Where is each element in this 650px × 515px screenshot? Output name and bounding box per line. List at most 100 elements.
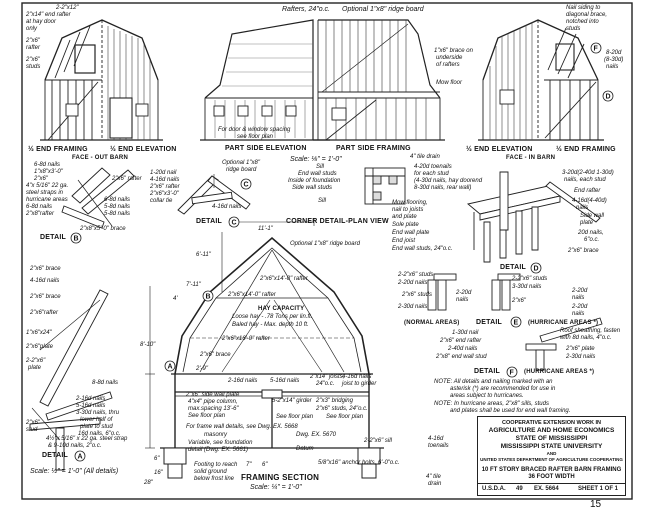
section-dim-8-10: 8'-10" — [140, 342, 156, 348]
note-brace-1x6: 1"x6" brace on — [434, 48, 473, 54]
detail-a-note: stud — [26, 427, 38, 433]
section-nails-5-16: 5-16d nails — [270, 378, 300, 384]
title-block-drawing-title: 10 FT STORY BRACED RAFTER BARN FRAMING — [481, 467, 622, 473]
section-nails-joist: 4-16d nails — [342, 374, 372, 380]
section-footing-3: below frost line — [194, 476, 235, 482]
detail-c-note: 4-16d nails — [150, 177, 180, 183]
general-note-line: asterisk (*) are recommended for use in — [450, 386, 556, 392]
note-nails-8: nails — [606, 64, 619, 70]
detail-e-note: 3-30d nails — [512, 284, 542, 290]
detail-b-note: 6-8d nails — [26, 204, 53, 210]
detail-d-note: 4-20d toenails — [414, 164, 452, 170]
detail-e-note: 2-2"x6" studs — [512, 276, 548, 282]
detail-a-note: 4½"x 5/16" x 22 ga. steel strap — [46, 436, 128, 442]
section-studs-24: 2"x6" studs, 24"o.c. — [316, 406, 368, 412]
section-loose-hay: Loose hay - .78 Tons per lin.ft. — [232, 314, 313, 320]
detail-d-note: End rafter — [574, 188, 601, 194]
title-block: COOPERATIVE EXTENSION WORK IN AGRICULTUR… — [477, 416, 626, 496]
detail-a-note: 2"x6" brace — [30, 266, 61, 272]
title-block-ex: EX. 5664 — [534, 486, 559, 492]
note-2x6-rafter: 2"x6" — [26, 38, 40, 44]
title-block-bottom-row: U.S.D.A. 49 EX. 5664 SHEET 1 OF 1 — [478, 483, 625, 496]
note-notched-into: notched into — [566, 19, 599, 25]
title-block-line: COOPERATIVE EXTENSION WORK IN — [502, 420, 601, 426]
section-posts: 4"x4" pipe column, — [188, 399, 238, 405]
section-frame-walls: For frame wall details, see Dwg. EX. 566… — [186, 424, 298, 430]
title-block-sheet: SHEET 1 OF 1 — [578, 486, 619, 492]
section-girder: 5-2"x14" girder — [272, 398, 312, 404]
section-variable: Variable, see foundation — [188, 440, 253, 446]
side-elevation-view — [200, 19, 330, 141]
sheet-border — [21, 2, 633, 500]
note-tile-drain-top: 4" tile drain — [410, 154, 440, 160]
detail-c-label: DETAIL — [196, 218, 222, 225]
view-title-end-elevation-right: ½ END ELEVATION — [466, 146, 533, 153]
detail-d-note: End wall studs, 24"o.c. — [392, 246, 453, 252]
page-number: 15 — [590, 499, 602, 510]
detail-e-note: 2-30d nails — [398, 304, 428, 310]
section-hay-capacity: HAY CAPACITY — [258, 306, 305, 312]
section-dim-16: 16" — [154, 470, 163, 476]
note-studs: studs — [26, 64, 41, 70]
detail-a-note: 2-2"x6" — [26, 358, 46, 364]
note-2x12: 2-2"x12" — [56, 5, 79, 11]
detail-b-note: 4"x 5/16" 22 ga. — [26, 183, 69, 189]
section-dim-6: 6" — [154, 456, 160, 462]
note-door-window: For door & window spacing — [218, 127, 291, 133]
section-toe-nails-b: toenails — [428, 443, 449, 449]
detail-b-drawing — [61, 167, 135, 229]
section-rafter-14: 2"x6"x14'-0" rafter — [260, 276, 308, 282]
note-see-floor-plan-top: see floor plan — [237, 134, 274, 140]
view-title-end-elevation-left: ½ END ELEVATION — [110, 146, 177, 153]
detail-d-note: 6"o.c. — [584, 237, 600, 243]
detail-c-note: Optional 1"x8" — [222, 160, 260, 166]
section-sill: 2-2"x6" sill — [364, 438, 392, 444]
detail-a-note: 5-16d nails — [76, 403, 106, 409]
detail-e-note: 2"x6" studs — [402, 292, 432, 298]
detail-e-note: 2-20d — [456, 290, 472, 296]
detail-e-note: 2-2"x6" studs — [398, 272, 434, 278]
section-rafter-14b: 2"x6"x14'-0" rafter — [228, 292, 276, 298]
detail-c-note: ridge board — [226, 167, 257, 173]
detail-a-note: lower half of — [80, 417, 113, 423]
scale-top: Scale: ⅛" = 1'-0" — [290, 156, 342, 163]
view-title-corner-detail: CORNER DETAIL-PLAN VIEW — [286, 218, 389, 225]
section-joists: 2"x14" joists, — [310, 374, 345, 380]
detail-c-note: 2"x6" rafter — [150, 184, 180, 190]
section-scale: Scale: ¼" = 1'-0" — [250, 484, 302, 491]
detail-f-hurricane: (HURRICANE AREAS *) — [524, 369, 595, 375]
section-masonry: masonry — [204, 432, 228, 438]
general-note-line: areas subject to hurricanes. — [450, 393, 524, 399]
detail-f-label: DETAIL — [474, 368, 500, 375]
view-title-end-framing-right: ½ END FRAMING — [556, 146, 616, 153]
detail-d-note: and plate — [392, 214, 417, 220]
section-masonry-dwg: Dwg. EX. 5670 — [296, 432, 337, 438]
detail-c-note: 1-20d nail — [150, 170, 177, 176]
detail-d-note: nails — [576, 205, 589, 211]
detail-d-note: 4-16d(4-40d) — [572, 198, 607, 204]
section-nails-joist-b: joist to girder — [342, 381, 377, 387]
title-block-usda: U.S.D.A. — [482, 486, 506, 492]
detail-e-drawing — [427, 273, 521, 311]
detail-c-note: 2"x6"x3'-0" — [150, 191, 179, 197]
section-dim-7-11: 7'-11" — [186, 282, 201, 288]
detail-b-note: 2"x8"rafter — [26, 211, 54, 217]
general-note-line: NOTE: All details and nailing marked wit… — [434, 379, 553, 385]
section-bridging: 2"x3" bridging — [316, 398, 353, 404]
section-see-floor-plan-1: See floor plan — [188, 413, 226, 419]
detail-e-note: nails — [572, 311, 585, 317]
note-mow-floor: Mow floor — [436, 80, 463, 86]
detail-e-note: 2"x6" — [512, 298, 526, 304]
detail-a-note: 4-16d nails — [30, 278, 60, 284]
corner-note: Sill — [318, 198, 327, 204]
detail-a-note: 8-8d nails — [92, 380, 119, 386]
detail-a-note: & 9-10d nails, 2"o.c. — [48, 443, 102, 449]
note-diagonal-brace: diagonal brace, — [566, 12, 608, 18]
view-title-end-framing-left: ½ END FRAMING — [28, 146, 88, 153]
detail-a-drawing — [29, 289, 113, 471]
corner-note: Sill — [316, 164, 325, 170]
section-footing-2: solid ground — [194, 469, 227, 475]
section-dim-6b: 6" — [262, 462, 268, 468]
detail-e-note: 2-20d nails — [398, 280, 428, 286]
